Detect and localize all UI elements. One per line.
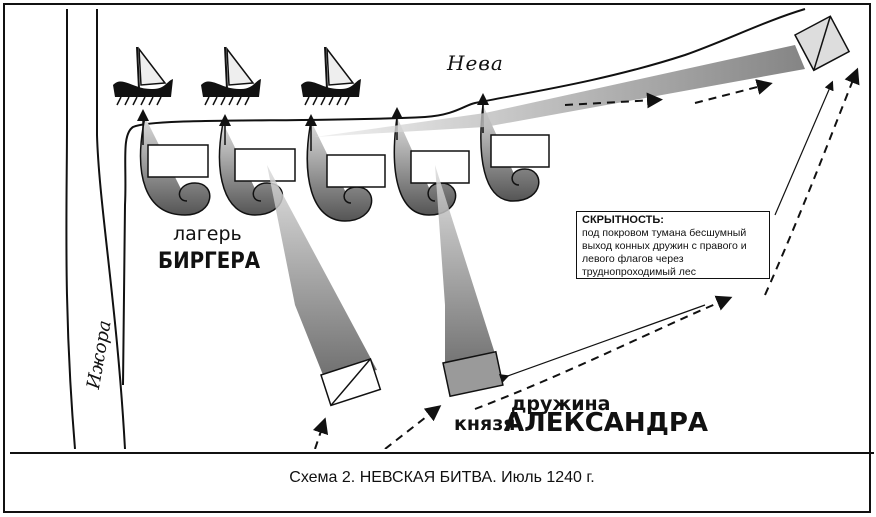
note-pointers xyxy=(498,80,834,384)
neva-shoreline xyxy=(122,8,806,386)
label-druzhina-line1: дружина xyxy=(511,393,611,415)
camp-units xyxy=(139,104,550,222)
label-neva: Нева xyxy=(447,51,504,75)
izhora-west-bank xyxy=(65,9,76,449)
izhora-east-bank xyxy=(96,9,126,449)
stealth-note-title: СКРЫТНОСТЬ: xyxy=(582,214,664,226)
ship-1 xyxy=(113,46,173,106)
russian-unit-center xyxy=(442,350,504,398)
battle-map xyxy=(65,8,860,449)
stealth-note-body: под покровом тумана бесшумный выход конн… xyxy=(582,227,747,278)
attack-wedge-west xyxy=(267,165,377,380)
russian-unit-west xyxy=(320,357,382,407)
label-camp-line1: лагерь xyxy=(173,223,242,245)
label-druzhina-line2a: князя xyxy=(454,413,516,435)
stealth-note: СКРЫТНОСТЬ: под покровом тумана бесшумны… xyxy=(576,211,770,279)
attack-wedge-center xyxy=(435,165,497,375)
march-routes xyxy=(312,67,860,449)
attack-wedge-river xyxy=(315,45,805,137)
map-frame: Нева Ижора лагерь БИРГЕРА дружина князя … xyxy=(3,3,874,514)
ship-3 xyxy=(301,46,361,106)
caption-bar: Схема 2. НЕВСКАЯ БИТВА. Июль 1240 г. xyxy=(10,452,874,514)
label-camp-line2: БИРГЕРА xyxy=(158,249,261,274)
label-druzhina-line2b: АЛЕКСАНДРА xyxy=(504,408,709,438)
russian-unit-river xyxy=(793,15,851,72)
ship-2 xyxy=(201,46,261,106)
map-caption: Схема 2. НЕВСКАЯ БИТВА. Июль 1240 г. xyxy=(289,469,595,486)
